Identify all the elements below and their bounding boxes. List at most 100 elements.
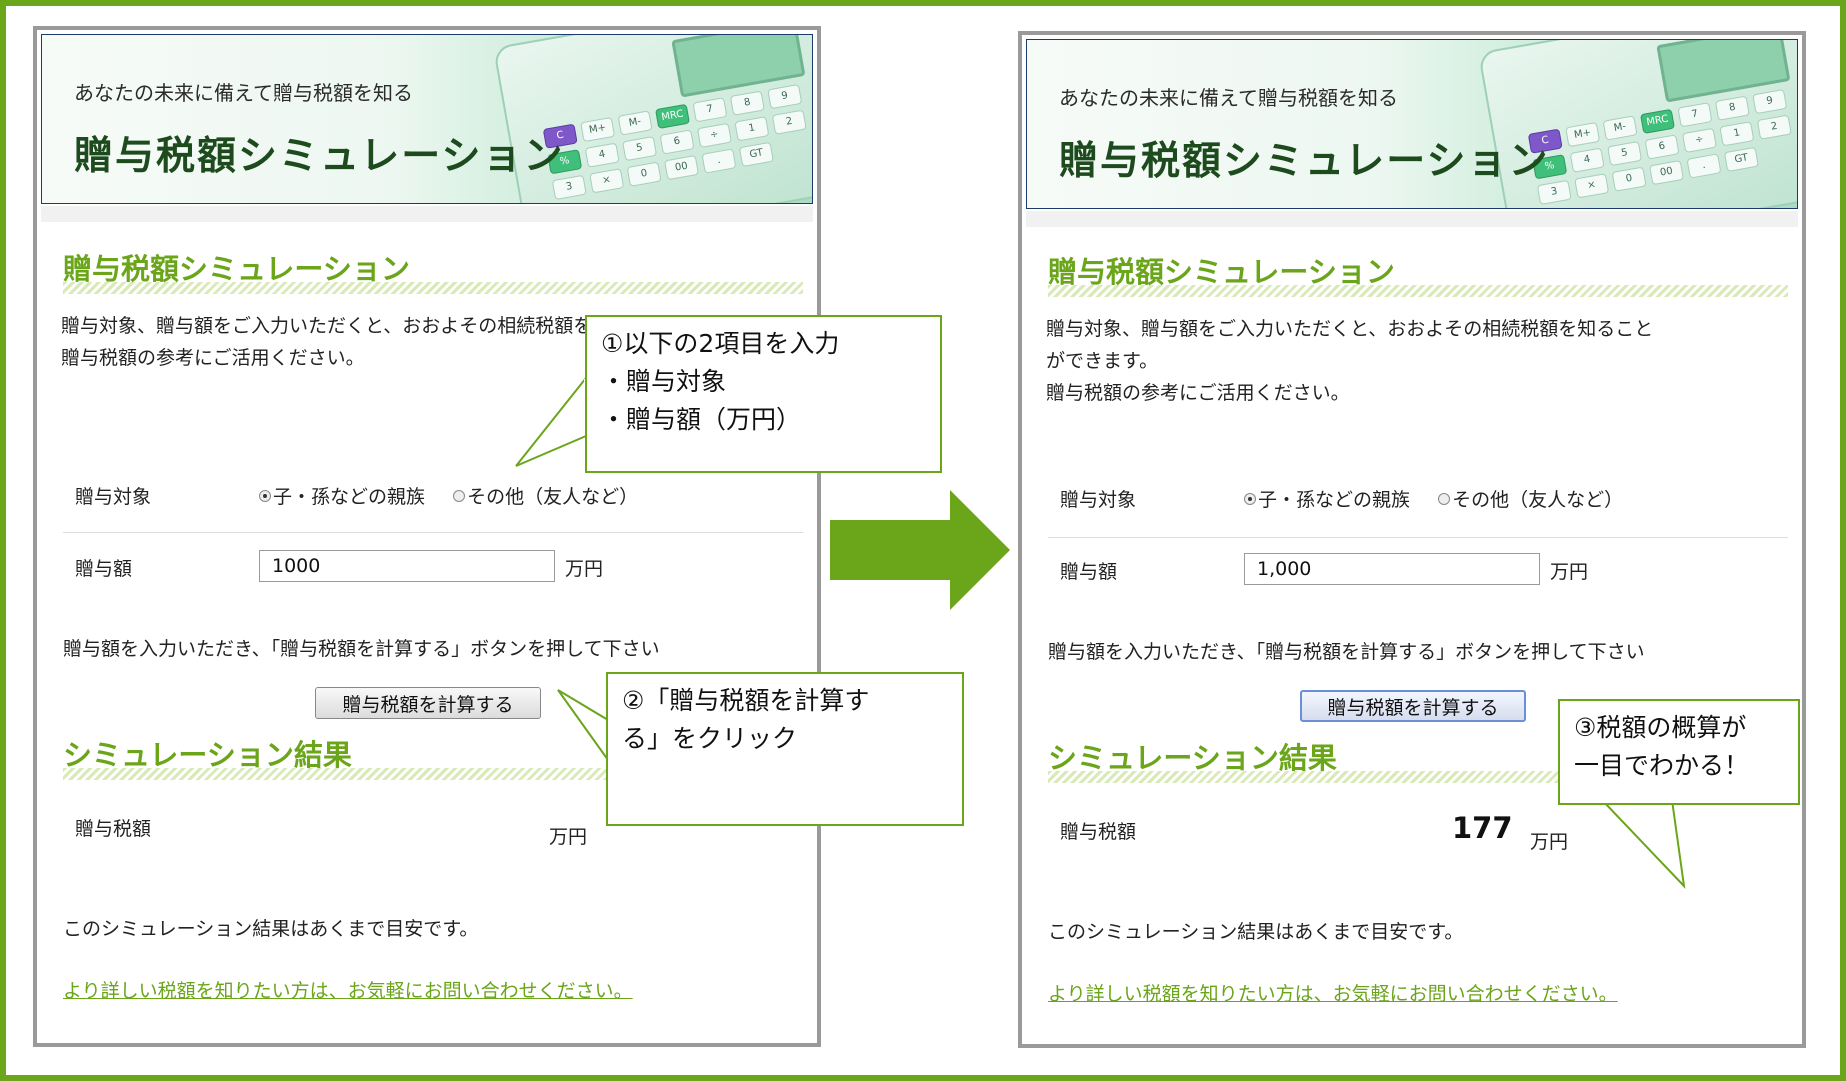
calculator-key: M+ <box>1565 121 1601 148</box>
intro-line-1b: ができます。 <box>1046 350 1159 372</box>
result-label: 贈与税額 <box>1060 821 1137 843</box>
target-label: 贈与対象 <box>1060 489 1137 511</box>
instruction-text: 贈与額を入力いただき、「贈与税額を計算する」ボタンを押して下さい <box>1048 641 1645 663</box>
calculate-button[interactable]: 贈与税額を計算する <box>315 687 541 719</box>
callout-line: ③税額の概算が <box>1574 713 1747 742</box>
radio-option-relatives[interactable]: 子・孫などの親族 <box>259 486 425 508</box>
callout-line: ・贈与額（万円） <box>601 405 802 434</box>
callout-tail <box>515 375 588 467</box>
target-radio-group: 子・孫などの親族 その他（友人など） <box>1244 485 1645 512</box>
callout-tail <box>1599 799 1686 889</box>
radio-button-icon[interactable] <box>453 489 466 502</box>
result-unit: 万円 <box>1530 831 1569 853</box>
amount-unit: 万円 <box>1550 561 1589 583</box>
disclaimer-text: このシミュレーション結果はあくまで目安です。 <box>63 918 479 940</box>
amount-label: 贈与額 <box>1060 561 1118 583</box>
banner-title: 贈与税額シミュレーション <box>1059 138 1550 184</box>
radio-option-others[interactable]: その他（友人など） <box>1438 489 1623 511</box>
calculator-key: ÷ <box>696 122 732 149</box>
calculator-key: M- <box>1602 115 1638 141</box>
calculator-key: GT <box>738 141 774 168</box>
calculator-key: 6 <box>659 129 695 155</box>
intro-line-2: 贈与税額の参考にご活用ください。 <box>1046 382 1350 404</box>
callout-tail <box>557 689 609 764</box>
banner-title: 贈与税額シミュレーション <box>74 133 565 179</box>
callout-line: ②「贈与税額を計算す <box>622 686 870 715</box>
amount-unit: 万円 <box>565 558 604 580</box>
calculator-key: 9 <box>767 83 803 110</box>
calculator-key: 8 <box>1714 95 1750 121</box>
banner-separator <box>1026 211 1798 227</box>
calculator-key: 0 <box>1611 166 1647 192</box>
intro-text: 贈与対象、贈与額をご入力いただくと、おおよその相続税額を知ること ができます。 … <box>1046 313 1806 409</box>
calculator-key: 5 <box>622 135 658 162</box>
calculator-key: × <box>1574 173 1610 199</box>
right-arrow-icon <box>830 490 1010 610</box>
target-label: 贈与対象 <box>75 486 152 508</box>
calculator-key: 1 <box>1719 121 1755 147</box>
calculator-key: M- <box>617 110 653 136</box>
banner-subtitle: あなたの未来に備えて贈与税額を知る <box>74 81 413 105</box>
results-title: シミュレーション結果 <box>63 738 803 780</box>
contact-link[interactable]: より詳しい税額を知りたい方は、お気軽にお問い合わせください。 <box>1048 983 1618 1005</box>
calculator-key: 1 <box>734 116 770 142</box>
calculator-key: GT <box>1723 146 1759 173</box>
callout-line: 一目でわかる！ <box>1574 751 1750 780</box>
instruction-text: 贈与額を入力いただき、「贈与税額を計算する」ボタンを押して下さい <box>63 638 660 660</box>
calculator-key: 6 <box>1644 134 1680 160</box>
calculator-key: MRC <box>655 103 691 130</box>
calculator-key: M+ <box>580 116 616 143</box>
radio-option-relatives[interactable]: 子・孫などの親族 <box>1244 489 1410 511</box>
callout-step3: ③税額の概算が 一目でわかる！ <box>1558 699 1800 805</box>
calculator-key: 2 <box>771 109 807 135</box>
intro-line-2: 贈与税額の参考にご活用ください。 <box>61 347 365 369</box>
callout-line: る」をクリック <box>622 724 798 753</box>
radio-button-icon[interactable] <box>259 489 271 502</box>
calculator-key: 00 <box>1649 159 1685 186</box>
callout-line: ・贈与対象 <box>601 367 727 396</box>
calculator-key: 2 <box>1756 114 1792 140</box>
radio-option-others[interactable]: その他（友人など） <box>453 486 638 508</box>
intro-line-1: 贈与対象、贈与額をご入力いただくと、おおよその相続税額を知ること <box>1046 318 1654 340</box>
target-radio-group: 子・孫などの親族 その他（友人など） <box>259 482 660 509</box>
calculate-button[interactable]: 贈与税額を計算する <box>1300 690 1526 722</box>
calculator-key: 0 <box>626 161 662 187</box>
section-title: 贈与税額シミュレーション <box>63 252 803 294</box>
contact-link[interactable]: より詳しい税額を知りたい方は、お気軽にお問い合わせください。 <box>63 980 633 1002</box>
result-label: 贈与税額 <box>75 818 152 840</box>
disclaimer-text: このシミュレーション結果はあくまで目安です。 <box>1048 921 1464 943</box>
radio-label: その他（友人など） <box>1452 489 1624 511</box>
calculator-key: 9 <box>1752 88 1788 115</box>
calculator-key: 8 <box>729 90 765 116</box>
form-divider <box>1048 537 1788 538</box>
banner-subtitle: あなたの未来に備えて贈与税額を知る <box>1059 86 1398 110</box>
result-unit: 万円 <box>549 826 588 848</box>
radio-button-icon[interactable] <box>1244 492 1256 505</box>
callout-step1: ①以下の2項目を入力 ・贈与対象 ・贈与額（万円） <box>585 315 942 473</box>
radio-label: 子・孫などの親族 <box>273 486 426 508</box>
calculator-key: 4 <box>1569 147 1605 173</box>
calculator-key: ÷ <box>1681 127 1717 154</box>
amount-input[interactable] <box>1244 553 1540 585</box>
section-title: 贈与税額シミュレーション <box>1048 255 1788 297</box>
calculator-key: 5 <box>1607 140 1643 167</box>
calculator-key: 00 <box>664 154 700 181</box>
calculator-key: 7 <box>1677 102 1713 128</box>
amount-label: 贈与額 <box>75 558 133 580</box>
radio-label: その他（友人など） <box>467 486 639 508</box>
calculator-key: 7 <box>692 97 728 123</box>
calculator-key: 4 <box>584 142 620 168</box>
radio-button-icon[interactable] <box>1438 492 1451 505</box>
calculator-key: . <box>701 148 737 174</box>
calculator-key: . <box>1686 153 1722 179</box>
callout-step2: ②「贈与税額を計算す る」をクリック <box>606 672 964 826</box>
banner-separator <box>41 206 813 222</box>
amount-input[interactable] <box>259 550 555 582</box>
callout-line: ①以下の2項目を入力 <box>601 329 840 358</box>
